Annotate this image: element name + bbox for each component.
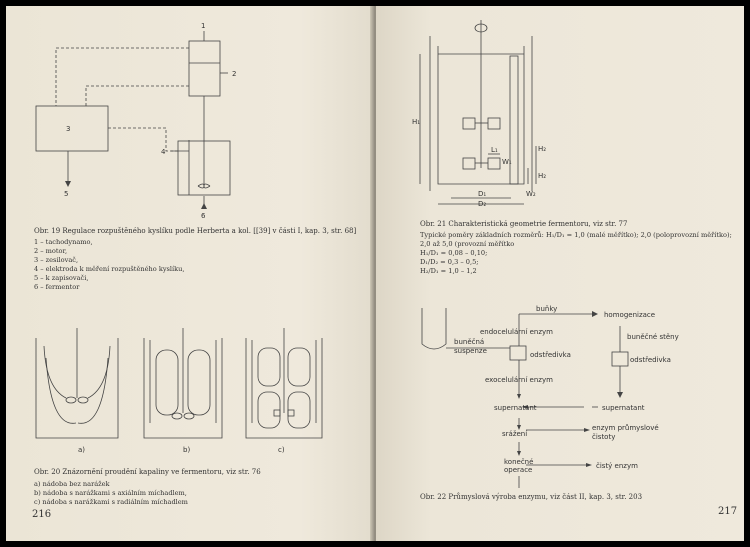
impeller-blade	[487, 157, 501, 170]
left-page: 1 2 3 4 5 6 Obr. 19 Regulace rozpuštěnéh…	[6, 6, 374, 541]
flow-endocelularni: endocelulární enzym	[480, 328, 553, 336]
book-gutter	[370, 6, 380, 541]
fig21-line: 2,0 až 5,0 (provozní měřítko	[420, 240, 515, 248]
flow-bunky: buňky	[536, 305, 557, 313]
fig21-label-W1: W₁	[502, 158, 512, 166]
fig21-label-D2: D₂	[478, 200, 486, 208]
fig19-item: 4 – elektroda k měření rozpuštěného kysl…	[34, 265, 185, 273]
flow-exocelularni: exocelulární enzym	[485, 376, 553, 384]
fig19-label-1: 1	[201, 22, 205, 30]
fig19-label-2: 2	[232, 70, 236, 78]
flow-suspenze-1: buněčná	[454, 338, 484, 346]
page-number-right: 217	[718, 506, 738, 517]
flow-konecne-1: konečné	[504, 458, 533, 466]
fig19-item: 6 – fermentor	[34, 283, 80, 291]
fig19-label-4: 4	[161, 148, 166, 156]
fig19-label-5: 5	[64, 190, 68, 198]
flow-suspenze-2: suspenze	[454, 347, 487, 355]
fig21-line: H₂/D₁ = 1,0 – 1,2	[420, 267, 477, 275]
right-page: H₁ L₁ W₁ H₂ H₂ D₁ D₂ W₂ Obr. 21 Charakte…	[376, 6, 744, 541]
fig19-label-6: 6	[201, 212, 206, 220]
flow-cisty-enzym: čistý enzym	[596, 462, 638, 470]
flow-odstredivka-1: odstředivka	[530, 351, 571, 359]
fig19-diagram: 1 2 3 4 5 6	[35, 22, 236, 220]
fig19-label-3: 3	[66, 125, 70, 133]
fig21-label-D1: D₁	[478, 190, 486, 198]
fermentor-wall	[437, 46, 525, 185]
flow-odstredivka-2: odstředivka	[630, 356, 671, 364]
flow-homogenizace: homogenizace	[604, 311, 655, 319]
page-number-left: 216	[32, 509, 52, 520]
fig22-caption: Obr. 22 Průmyslová výroba enzymu, viz čá…	[420, 493, 643, 501]
culture-vessel	[421, 308, 447, 350]
fermentor-vessel	[177, 140, 231, 196]
fig21-label-H2: H₂	[538, 145, 546, 153]
fig21-label-L1: L₁	[491, 146, 498, 154]
fig21-caption: Obr. 21 Charakteristická geometrie ferme…	[420, 220, 628, 228]
fig21-line: Typické poměry základních rozměrů: H₁/D₁…	[420, 231, 732, 239]
fig19-item: 5 – k zapisovači,	[34, 274, 89, 282]
centrifuge-box	[509, 345, 527, 361]
fig20-label-b: b)	[183, 446, 190, 454]
flow-bunecne-steny: buněčné stěny	[627, 333, 679, 341]
fig21-ratios: Typické poměry základních rozměrů: H₁/D₁…	[420, 231, 732, 276]
fig21-label-H1: H₁	[412, 118, 420, 126]
flow-srazeni: srážení	[502, 430, 528, 438]
fig20-label-c: c)	[278, 446, 285, 454]
vessel-a	[35, 338, 119, 439]
vessel-c	[245, 338, 323, 439]
fig19-legend: 1 – tachodynamo, 2 – motor, 3 – zesilova…	[34, 238, 184, 292]
fig21-line: H₁/D₁ = 0,08 – 0,10;	[420, 249, 488, 257]
fig21-label-H2b: H₂	[538, 172, 546, 180]
flow-konecne-2: operace	[504, 466, 532, 474]
fig21-line: D₁/D₂ = 0,3 – 0,5;	[420, 258, 479, 266]
fig19-item: 3 – zesilovač,	[34, 256, 79, 264]
fig19-item: 1 – tachodynamo,	[34, 238, 93, 246]
fig22-diagram: buňky homogenizace endocelulární enzym b…	[421, 305, 679, 488]
amplifier-box	[35, 105, 109, 152]
centrifuge-box	[611, 351, 629, 367]
vessel-b	[143, 338, 223, 439]
flow-enzym-prumyslove-1: enzym průmyslové	[592, 424, 659, 432]
impeller-blade	[462, 157, 476, 170]
fig20-item: b) nádoba s narážkami s axiálním míchadl…	[34, 489, 187, 497]
fig20-item: c) nádoba s narážkami s radiálním míchad…	[34, 498, 188, 506]
flow-supernatant-1: supernatant	[494, 404, 537, 412]
motor-unit	[188, 40, 221, 97]
flow-enzym-prumyslove-2: čistoty	[592, 433, 615, 441]
fig20-item: a) nádoba bez narážek	[34, 480, 110, 488]
fig19-caption: Obr. 19 Regulace rozpuštěného kyslíku po…	[34, 227, 357, 235]
fig21-diagram: H₁ L₁ W₁ H₂ H₂ D₁ D₂ W₂	[412, 20, 546, 208]
impeller-blade	[487, 117, 501, 130]
fig20-legend: a) nádoba bez narážek b) nádoba s narážk…	[34, 480, 188, 507]
impeller-blade	[462, 117, 476, 130]
fig20-label-a: a)	[78, 446, 85, 454]
fig19-item: 2 – motor,	[34, 247, 68, 255]
flow-supernatant-2: supernatant	[602, 404, 645, 412]
fig20-caption: Obr. 20 Znázornění proudění kapaliny ve …	[34, 468, 261, 476]
fig20-diagram: a) b) c)	[35, 328, 323, 454]
fig21-label-W2: W₂	[526, 190, 536, 198]
